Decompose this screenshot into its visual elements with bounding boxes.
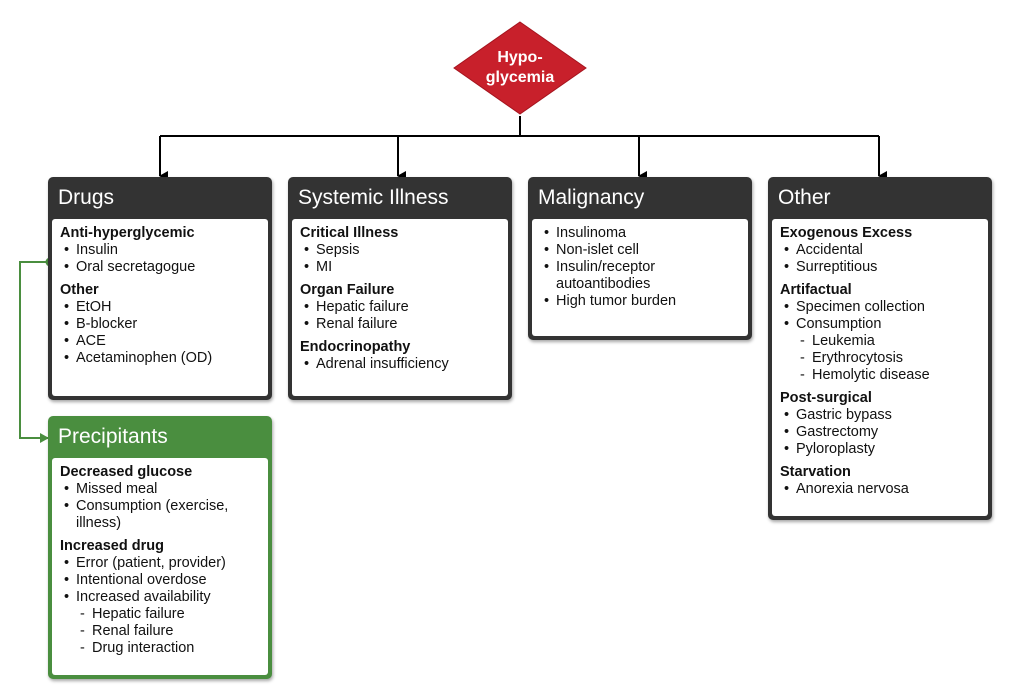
section-title: Increased drug [60, 538, 164, 554]
malignancy-body: Insulinoma Non-islet cell Insulin/recept… [532, 219, 748, 336]
list-item: Acetaminophen (OD) [60, 350, 260, 367]
list-item: Non-islet cell [540, 242, 740, 259]
malignancy-box: Malignancy Insulinoma Non-islet cell Ins… [528, 177, 752, 340]
list-item: Missed meal [60, 481, 260, 498]
list-item: Pyloroplasty [780, 441, 980, 458]
precipitants-body: Decreased glucose Missed meal Consumptio… [52, 458, 268, 675]
drugs-title: Drugs [58, 186, 115, 209]
drugs-box: Drugs Anti-hyperglycemic Insulin Oral se… [48, 177, 272, 400]
list-item: EtOH [60, 299, 260, 316]
list-item: Insulin/receptor autoantibodies [540, 259, 740, 293]
section-title: Exogenous Excess [780, 225, 913, 241]
list-item: Oral secretagogue [60, 259, 260, 276]
section-title: Other [60, 282, 99, 298]
root-label-line2: glycemia [485, 69, 555, 86]
list-item: Increased availability [60, 589, 260, 606]
list-item: B-blocker [60, 316, 260, 333]
precipitants-title: Precipitants [58, 425, 168, 448]
list-item: Intentional overdose [60, 572, 260, 589]
sub-list-item: Drug interaction [60, 640, 260, 657]
sub-list-item: Leukemia [780, 333, 980, 350]
root-diamond-shape [453, 21, 587, 115]
list-item: Insulin [60, 242, 260, 259]
list-item: Anorexia nervosa [780, 481, 980, 498]
section-title: Anti-hyperglycemic [60, 225, 195, 241]
other-body: Exogenous Excess Accidental Surreptitiou… [772, 219, 988, 516]
root-label-line1: Hypo- [497, 49, 543, 66]
systemic-illness-box: Systemic Illness Critical Illness Sepsis… [288, 177, 512, 400]
list-item: ACE [60, 333, 260, 350]
malignancy-title: Malignancy [538, 186, 645, 209]
list-item: Adrenal insufficiency [300, 356, 500, 373]
other-title: Other [778, 186, 831, 209]
list-item: Specimen collection [780, 299, 980, 316]
list-item: Renal failure [300, 316, 500, 333]
drugs-body: Anti-hyperglycemic Insulin Oral secretag… [52, 219, 268, 396]
sub-list-item: Renal failure [60, 623, 260, 640]
list-item: MI [300, 259, 500, 276]
list-item: Error (patient, provider) [60, 555, 260, 572]
section-title: Critical Illness [300, 225, 399, 241]
section-title: Artifactual [780, 282, 852, 298]
sub-list-item: Erythrocytosis [780, 350, 980, 367]
arrow-drugs-to-precipitants [19, 261, 50, 443]
systemic-illness-body: Critical Illness Sepsis MI Organ Failure… [292, 219, 508, 396]
list-item: Consumption (exercise, illness) [60, 498, 260, 532]
list-item: Accidental [780, 242, 980, 259]
list-item: Gastrectomy [780, 424, 980, 441]
section-title: Starvation [780, 464, 851, 480]
list-item: Gastric bypass [780, 407, 980, 424]
systemic-illness-title: Systemic Illness [298, 186, 449, 209]
root-node: Hypo- glycemia [452, 20, 588, 116]
list-item: High tumor burden [540, 293, 740, 310]
sub-list-item: Hepatic failure [60, 606, 260, 623]
list-item: Sepsis [300, 242, 500, 259]
section-title: Organ Failure [300, 282, 395, 298]
other-box: Other Exogenous Excess Accidental Surrep… [768, 177, 992, 520]
list-item: Consumption [780, 316, 980, 333]
section-title: Endocrinopathy [300, 339, 411, 355]
list-item: Hepatic failure [300, 299, 500, 316]
section-title: Post-surgical [780, 390, 872, 406]
list-item: Insulinoma [540, 225, 740, 242]
section-title: Decreased glucose [60, 464, 193, 480]
precipitants-box: Precipitants Decreased glucose Missed me… [48, 416, 272, 679]
list-item: Surreptitious [780, 259, 980, 276]
sub-list-item: Hemolytic disease [780, 367, 980, 384]
